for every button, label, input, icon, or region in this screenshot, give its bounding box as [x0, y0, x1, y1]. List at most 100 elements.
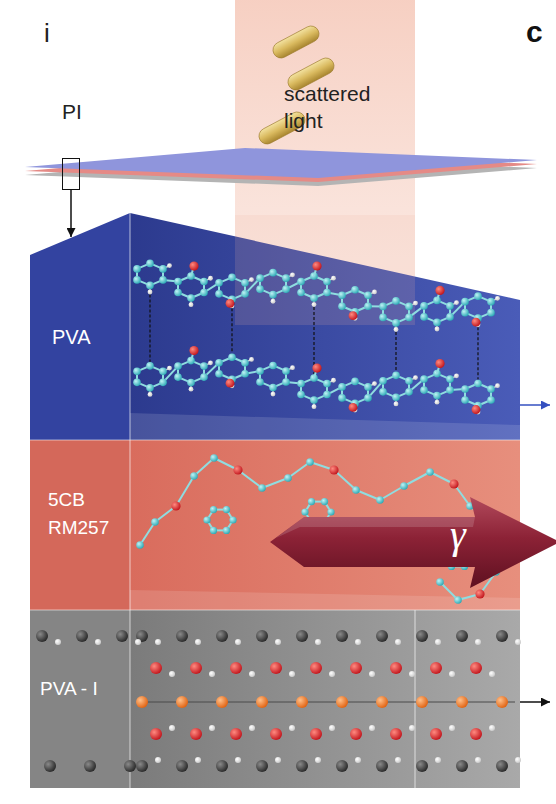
- gold-nanorod: [270, 23, 322, 61]
- atom: [249, 357, 254, 362]
- chemical-bond: [136, 269, 138, 280]
- atom: [282, 274, 290, 282]
- atom: [200, 289, 208, 297]
- chemical-bond: [406, 547, 419, 549]
- atom: [195, 639, 201, 645]
- atom: [420, 302, 428, 310]
- chemical-bond: [314, 378, 327, 384]
- chemical-bond: [177, 366, 179, 377]
- atom: [487, 396, 495, 404]
- block-edge: [129, 440, 130, 610]
- atom: [36, 630, 48, 642]
- atom: [329, 725, 335, 731]
- chemical-bond: [367, 295, 369, 306]
- atom: [355, 639, 361, 645]
- chemical-bond: [470, 506, 490, 522]
- atom: [456, 696, 468, 708]
- chemical-bond: [326, 282, 328, 293]
- atom: [390, 662, 402, 674]
- atom: [435, 359, 444, 368]
- atom: [151, 518, 159, 526]
- atom: [338, 291, 346, 299]
- atom: [474, 292, 482, 300]
- hydrogen-bond: [477, 322, 478, 379]
- chemical-bond: [314, 293, 327, 299]
- atom: [492, 568, 500, 576]
- atom: [230, 662, 242, 674]
- chemical-bond: [178, 293, 191, 299]
- chemical-bond: [445, 546, 452, 556]
- atom: [146, 362, 154, 370]
- atom: [364, 383, 372, 391]
- gold-nanorod: [285, 55, 337, 93]
- block-edge: [129, 610, 130, 788]
- chemical-bond: [341, 387, 343, 398]
- atom: [289, 725, 295, 731]
- chemical-bond: [273, 273, 286, 279]
- chemical-bond: [227, 520, 234, 530]
- atom: [190, 728, 202, 740]
- atom: [472, 318, 481, 327]
- chemical-bond: [260, 273, 273, 279]
- chemical-bond: [465, 313, 478, 319]
- layer-top-highlight: [130, 590, 520, 610]
- chemical-bond: [312, 501, 325, 503]
- node-label: PI: [52, 99, 92, 124]
- atom: [148, 392, 153, 397]
- atom: [395, 534, 402, 541]
- chemical-bond: [273, 382, 286, 388]
- atom: [454, 373, 459, 378]
- atom: [290, 365, 295, 370]
- chemical-bond: [383, 392, 396, 398]
- chemical-bond: [305, 512, 312, 522]
- atom: [331, 276, 336, 281]
- chemical-bond: [219, 277, 232, 283]
- atom: [405, 303, 413, 311]
- atom: [349, 311, 358, 320]
- chemical-bond: [190, 383, 191, 390]
- chemical-bond: [354, 403, 355, 410]
- layer-node: 5CB RM257γ: [30, 440, 520, 610]
- chemical-bond: [214, 529, 227, 531]
- atom: [229, 516, 236, 523]
- chemical-bond: [140, 522, 155, 545]
- atom: [215, 290, 223, 298]
- layer-node: γ: [270, 495, 556, 590]
- atom: [430, 728, 442, 740]
- atom: [241, 279, 249, 287]
- atom: [133, 379, 141, 387]
- atom: [310, 294, 318, 302]
- chemical-bond: [191, 351, 194, 361]
- chemical-bond: [313, 400, 314, 407]
- atom: [350, 728, 362, 740]
- atom: [312, 302, 317, 307]
- chemical-bond: [452, 565, 465, 567]
- hydrogen-bond: [313, 302, 314, 374]
- atom: [379, 314, 387, 322]
- atom: [461, 542, 468, 549]
- chemical-bond: [219, 374, 232, 380]
- chemical-bond: [305, 502, 312, 512]
- chemical-bond: [286, 368, 292, 371]
- chemical-bond: [383, 317, 396, 323]
- chemical-bond: [406, 527, 419, 529]
- atom: [430, 662, 442, 674]
- atom: [474, 314, 482, 322]
- atom: [310, 662, 322, 674]
- atom: [350, 662, 362, 674]
- atom: [402, 545, 409, 552]
- panel-letter: c: [526, 14, 556, 50]
- atom: [306, 458, 314, 466]
- atom: [515, 639, 521, 645]
- chemical-bond: [204, 278, 210, 281]
- chemical-bond: [301, 395, 314, 401]
- atom: [310, 396, 318, 404]
- atom: [420, 386, 428, 394]
- chemical-bond: [430, 472, 454, 484]
- chemical-bond: [207, 520, 214, 530]
- atom: [203, 516, 210, 523]
- atom: [338, 302, 346, 310]
- atom: [174, 373, 182, 381]
- atom: [271, 392, 276, 397]
- chemical-bond: [178, 361, 191, 367]
